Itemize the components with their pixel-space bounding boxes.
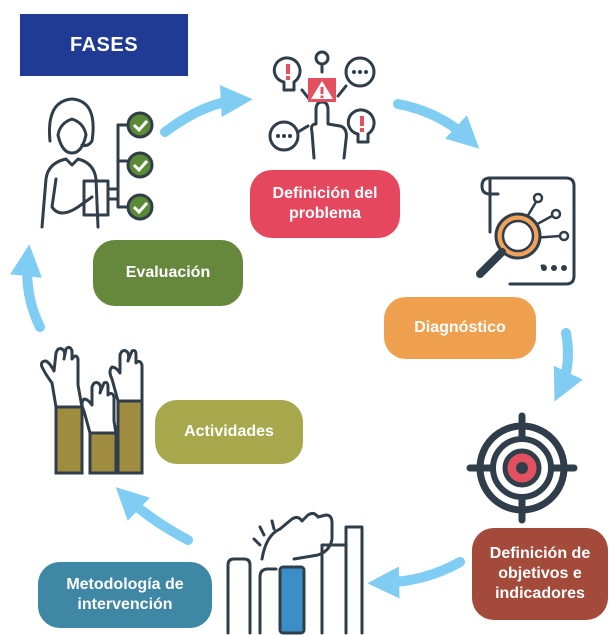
title-box: FASES [20, 14, 188, 76]
arrow-problema-to-diagnostico [393, 99, 480, 149]
title-text: FASES [69, 33, 139, 56]
arrow-actividades-to-evaluacion [10, 244, 45, 332]
phase-metodologia-intervencion: Metodología de intervención [38, 562, 212, 628]
phase-label: Evaluación [125, 264, 211, 281]
arrow-evaluacion-to-problema [160, 85, 253, 137]
checklist-woman-icon [40, 97, 154, 229]
phase-label: Metodología de intervención [66, 576, 184, 613]
phase-evaluacion: Evaluación [93, 240, 243, 306]
raised-hands-icon [40, 345, 144, 475]
arrow-objetivos-to-metodologia [367, 557, 465, 599]
phase-label: Diagnóstico [414, 319, 506, 336]
phase-definicion-objetivos: Definición de objetivos e indicadores [472, 528, 608, 620]
problem-icon [268, 50, 376, 160]
arrow-diagnostico-to-objetivos [553, 328, 583, 402]
phase-label: Definición del problema [272, 185, 378, 222]
hands-stacked-icon [226, 511, 364, 635]
target-icon [466, 412, 578, 524]
phase-actividades: Actividades [155, 400, 303, 464]
phase-diagnostico: Diagnóstico [384, 297, 536, 359]
document-magnifier-icon [476, 176, 576, 286]
arrow-metodologia-to-actividades [115, 487, 193, 545]
phase-definicion-problema: Definición del problema [250, 170, 400, 238]
phase-label: Actividades [184, 423, 274, 440]
phase-label: Definición de objetivos e indicadores [489, 545, 591, 602]
